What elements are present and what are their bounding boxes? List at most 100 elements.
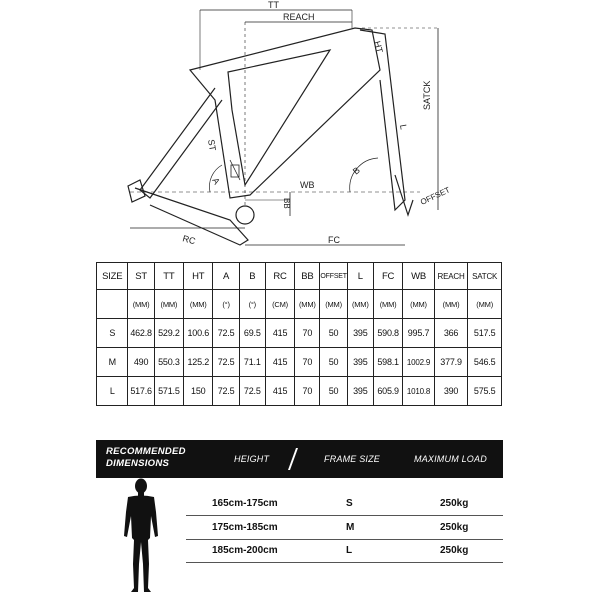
label-bb: BB bbox=[282, 198, 291, 209]
table-cell: 550.3 bbox=[153, 347, 185, 377]
unit-cell: (MM) bbox=[153, 289, 185, 319]
unit-cell: (MM) bbox=[402, 289, 435, 319]
table-cell: 100.6 bbox=[183, 318, 214, 348]
header-cell: REACH bbox=[433, 262, 469, 290]
table-cell: 69.5 bbox=[238, 318, 266, 348]
unit-cell: (CM) bbox=[264, 289, 296, 319]
table-cell: M bbox=[95, 347, 129, 377]
unit-cell: (MM) bbox=[372, 289, 404, 319]
height-range: 175cm-185cm bbox=[212, 522, 278, 533]
header-cell: ST bbox=[127, 262, 155, 290]
title-line-1: RECOMMENDED bbox=[106, 446, 186, 457]
slash-divider bbox=[287, 448, 299, 470]
table-cell: 546.5 bbox=[467, 347, 502, 377]
frame-size: L bbox=[346, 545, 353, 556]
table-header-row: SIZE ST TT HT A B RC BB OFFSET L FC WB R… bbox=[95, 262, 502, 290]
table-cell: 72.5 bbox=[238, 376, 266, 406]
header-cell: L bbox=[346, 262, 374, 290]
unit-cell: (MM) bbox=[127, 289, 155, 319]
header-cell: SIZE bbox=[95, 262, 129, 290]
header-cell: B bbox=[238, 262, 266, 290]
list-item: 185cm-200cm L 250kg bbox=[186, 541, 503, 563]
table-cell: 415 bbox=[264, 376, 296, 406]
label-b: B bbox=[351, 165, 362, 177]
header-cell: RC bbox=[264, 262, 296, 290]
column-maximum-load: MAXIMUM LOAD bbox=[414, 454, 487, 464]
table-cell: 575.5 bbox=[467, 376, 502, 406]
unit-cell: (MM) bbox=[433, 289, 469, 319]
unit-cell: (°) bbox=[212, 289, 240, 319]
top-tube bbox=[188, 27, 381, 199]
label-st: ST bbox=[206, 139, 218, 153]
header-cell: A bbox=[212, 262, 240, 290]
table-cell: 50 bbox=[319, 347, 348, 377]
header-cell: BB bbox=[294, 262, 321, 290]
table-cell: 415 bbox=[264, 318, 296, 348]
geometry-table: SIZE ST TT HT A B RC BB OFFSET L FC WB R… bbox=[95, 262, 502, 406]
table-cell: 150 bbox=[183, 376, 214, 406]
dropout bbox=[127, 179, 146, 203]
unit-cell: (°) bbox=[238, 289, 266, 319]
label-tt: TT bbox=[268, 0, 279, 10]
frame-size: M bbox=[346, 522, 355, 533]
column-height: HEIGHT bbox=[234, 454, 270, 464]
table-cell: 71.1 bbox=[238, 347, 266, 377]
title-line-2: DIMENSIONS bbox=[106, 458, 170, 469]
header-cell: SATCK bbox=[467, 262, 502, 290]
chain-stay bbox=[134, 187, 249, 246]
height-range: 185cm-200cm bbox=[212, 545, 278, 556]
table-cell: 72.5 bbox=[212, 318, 240, 348]
table-cell: 571.5 bbox=[153, 376, 185, 406]
recommended-dimensions-title: RECOMMENDED DIMENSIONS bbox=[106, 446, 186, 470]
table-cell: 50 bbox=[319, 376, 348, 406]
table-row: L 517.6 571.5 150 72.5 72.5 415 70 50 39… bbox=[95, 376, 502, 406]
bottom-bracket bbox=[235, 205, 255, 225]
table-cell: 390 bbox=[433, 376, 469, 406]
table-cell: 462.8 bbox=[127, 318, 155, 348]
recommended-dimensions-bar: RECOMMENDED DIMENSIONS HEIGHT FRAME SIZE… bbox=[96, 440, 503, 478]
person-silhouette-icon bbox=[124, 478, 158, 592]
row-divider bbox=[186, 539, 503, 540]
label-a: A bbox=[210, 176, 222, 186]
fork bbox=[394, 174, 414, 217]
table-cell: 395 bbox=[346, 347, 374, 377]
unit-cell: (MM) bbox=[346, 289, 374, 319]
label-reach: REACH bbox=[283, 12, 315, 22]
table-cell: 415 bbox=[264, 347, 296, 377]
table-cell: 377.9 bbox=[433, 347, 469, 377]
list-item: 175cm-185cm M 250kg bbox=[186, 518, 503, 540]
column-frame-size: FRAME SIZE bbox=[324, 454, 381, 464]
label-rc: RC bbox=[181, 233, 197, 246]
unit-cell: (MM) bbox=[294, 289, 321, 319]
table-row: M 490 550.3 125.2 72.5 71.1 415 70 50 39… bbox=[95, 347, 502, 377]
maximum-load: 250kg bbox=[440, 545, 469, 556]
table-cell: 995.7 bbox=[402, 318, 435, 348]
table-cell: 1002.9 bbox=[402, 347, 435, 377]
frame-geometry-diagram: TT REACH HT L SATCK ST A B WB BB OFFSET … bbox=[127, 0, 452, 246]
header-cell: FC bbox=[372, 262, 404, 290]
maximum-load: 250kg bbox=[440, 522, 469, 533]
row-divider bbox=[186, 515, 503, 516]
label-ht: HT bbox=[372, 40, 385, 55]
table-unit-row: (MM) (MM) (MM) (°) (°) (CM) (MM) (MM) (M… bbox=[95, 289, 502, 319]
table-cell: 72.5 bbox=[212, 347, 240, 377]
table-cell: 517.6 bbox=[127, 376, 155, 406]
table-cell: S bbox=[95, 318, 129, 348]
table-cell: 1010.8 bbox=[402, 376, 435, 406]
label-l: L bbox=[398, 124, 409, 131]
table-cell: L bbox=[95, 376, 129, 406]
table-cell: 395 bbox=[346, 376, 374, 406]
table-cell: 70 bbox=[294, 376, 321, 406]
table-cell: 366 bbox=[433, 318, 469, 348]
table-cell: 529.2 bbox=[153, 318, 185, 348]
table-cell: 50 bbox=[319, 318, 348, 348]
unit-cell: (MM) bbox=[183, 289, 214, 319]
table-row: S 462.8 529.2 100.6 72.5 69.5 415 70 50 … bbox=[95, 318, 502, 348]
table-cell: 517.5 bbox=[467, 318, 502, 348]
table-cell: 490 bbox=[127, 347, 155, 377]
header-cell: HT bbox=[183, 262, 214, 290]
row-divider bbox=[186, 562, 503, 563]
table-cell: 70 bbox=[294, 318, 321, 348]
unit-cell: (MM) bbox=[319, 289, 348, 319]
label-offset: OFFSET bbox=[419, 185, 452, 207]
